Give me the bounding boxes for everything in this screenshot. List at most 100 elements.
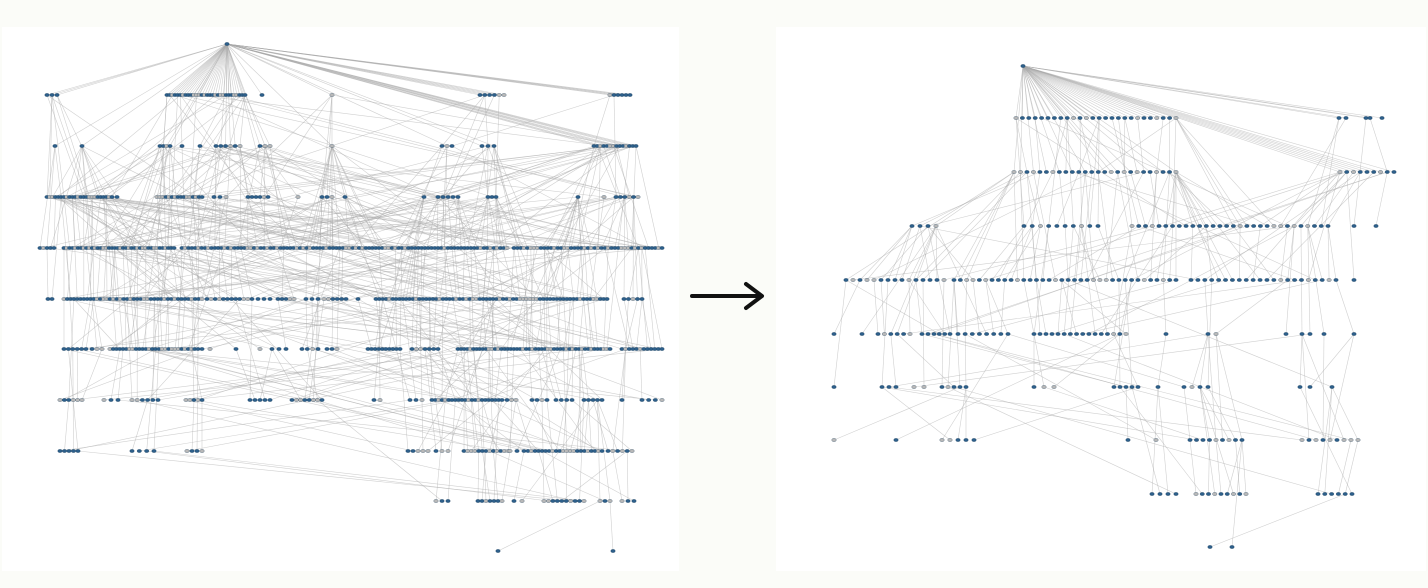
graph-node: [267, 398, 273, 402]
graph-edge: [131, 399, 148, 452]
graph-node: [639, 297, 645, 301]
graph-node: [635, 297, 640, 301]
graph-edge: [317, 298, 586, 350]
graph-edge: [1199, 333, 1209, 388]
graph-edge: [136, 348, 656, 401]
graph-node: [491, 499, 497, 503]
graph-edge: [927, 225, 974, 281]
graph-node: [1206, 492, 1211, 496]
graph-node: [319, 398, 325, 402]
graph-node: [957, 385, 963, 389]
graph-edge: [1204, 279, 1209, 335]
graph-edge: [903, 279, 1302, 335]
graph-edge: [513, 247, 521, 300]
graph-edge: [609, 500, 614, 552]
graph-node: [52, 144, 58, 148]
before-nodes: [37, 42, 665, 553]
graph-edge: [933, 333, 1352, 441]
graph-edge: [919, 225, 1198, 281]
graph-edge: [1307, 225, 1323, 281]
graph-edge: [213, 196, 595, 249]
graph-node: [1008, 278, 1014, 282]
graph-edge: [482, 298, 549, 350]
graph-edge: [215, 43, 228, 96]
graph-node: [1002, 278, 1008, 282]
graph-node: [1173, 116, 1179, 120]
graph-edge: [53, 196, 56, 249]
graph-node: [1076, 170, 1082, 174]
graph-edge: [168, 94, 238, 198]
graph-node: [1089, 170, 1095, 174]
graph-node: [134, 398, 140, 402]
graph-edge: [215, 145, 459, 198]
graph-edge: [226, 43, 235, 96]
graph-node: [1231, 224, 1236, 228]
graph-edge: [201, 145, 614, 198]
graph-node: [1078, 278, 1084, 282]
graph-node: [572, 499, 578, 503]
graph-node: [1173, 278, 1179, 282]
graph-node: [933, 224, 939, 228]
graph-node: [1195, 278, 1201, 282]
graph-node: [1167, 170, 1172, 174]
graph-node: [831, 332, 837, 336]
graph-edge: [421, 399, 424, 452]
graph-edge: [185, 348, 401, 401]
graph-node: [1194, 438, 1199, 442]
graph-edge: [296, 348, 480, 401]
graph-node: [377, 398, 383, 402]
graph-node: [496, 93, 502, 97]
graph-node: [1063, 170, 1069, 174]
graph-edge: [218, 94, 625, 198]
graph-edge: [220, 43, 228, 96]
graph-edge: [1175, 117, 1241, 227]
graph-node: [75, 398, 80, 402]
graph-edge: [306, 145, 333, 249]
graph-node: [489, 195, 495, 199]
graph-edge: [190, 43, 228, 96]
graph-node: [590, 398, 596, 402]
graph-node: [66, 449, 72, 453]
graph-node: [155, 398, 161, 402]
graph-node: [1197, 385, 1203, 389]
graph-edge: [922, 171, 1028, 281]
graph-node: [54, 93, 60, 97]
graph-edge: [455, 399, 525, 452]
graph-edge: [49, 94, 53, 198]
graph-edge: [1022, 65, 1062, 119]
graph-node: [597, 499, 603, 503]
graph-node: [1051, 385, 1057, 389]
graph-node: [623, 93, 629, 97]
graph-node: [544, 398, 550, 402]
graph-edge: [122, 145, 161, 249]
graph-edge: [1015, 65, 1024, 119]
graph-node: [1032, 116, 1038, 120]
graph-node: [1205, 332, 1211, 336]
graph-edge: [307, 348, 319, 401]
graph-node: [1041, 385, 1047, 389]
graph-edge: [908, 279, 911, 335]
graph-edge: [1048, 225, 1139, 281]
graph-node: [279, 297, 285, 301]
graph-edge: [123, 298, 393, 350]
graph-edge: [259, 348, 273, 401]
graph-edge: [486, 298, 496, 350]
graph-node: [1134, 170, 1140, 174]
graph-node: [199, 195, 205, 199]
graph-edge: [1346, 171, 1355, 281]
graph-edge: [1206, 225, 1213, 281]
graph-edge: [81, 145, 101, 198]
graph-edge: [451, 348, 598, 401]
graph-node: [199, 297, 205, 301]
graph-edge: [156, 145, 171, 198]
graph-node: [602, 499, 608, 503]
graph-edge: [204, 43, 228, 96]
graph-edge: [888, 333, 1209, 388]
graph-edge: [1065, 117, 1068, 173]
graph-node: [445, 449, 451, 453]
graph-edge: [639, 348, 643, 401]
graph-node: [989, 278, 995, 282]
graph-node: [321, 297, 327, 301]
graph-edge: [625, 298, 638, 350]
graph-node: [939, 385, 945, 389]
